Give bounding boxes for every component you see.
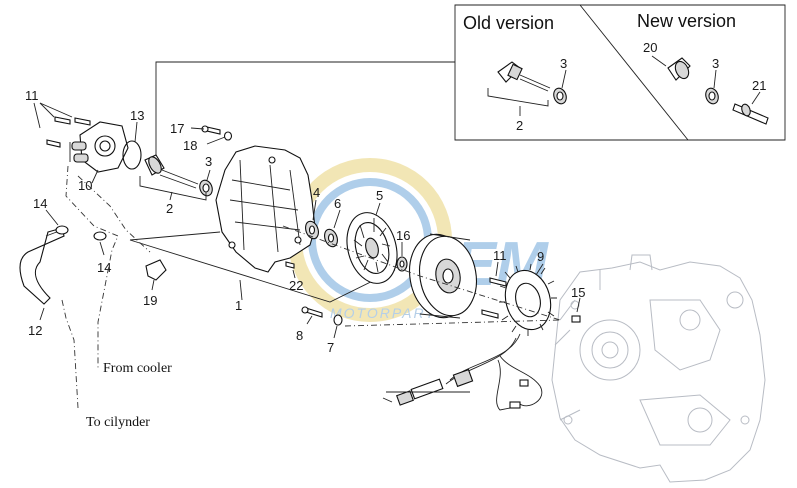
old-seal-ring bbox=[553, 87, 567, 105]
new-version-title: New version bbox=[637, 11, 736, 31]
cover-leader bbox=[129, 231, 221, 241]
seal-ring-3 bbox=[199, 179, 213, 197]
cylinder-line bbox=[61, 175, 151, 409]
washer-6 bbox=[324, 228, 338, 248]
washer-7 bbox=[333, 314, 343, 326]
old-label-2: 2 bbox=[516, 118, 523, 133]
new-shaft bbox=[732, 103, 769, 125]
callout-7: 7 bbox=[327, 340, 334, 355]
callout-6: 6 bbox=[334, 196, 341, 211]
pump-shaft bbox=[144, 154, 199, 189]
callout-15: 15 bbox=[571, 285, 585, 300]
callout-18: 18 bbox=[183, 138, 197, 153]
inset-leader bbox=[155, 61, 455, 160]
axis-line-2 bbox=[344, 319, 561, 327]
callout-8: 8 bbox=[296, 328, 303, 343]
axis-line bbox=[282, 225, 561, 321]
old-pump-shaft bbox=[497, 61, 551, 92]
new-label-20: 20 bbox=[643, 40, 657, 55]
callout-22: 22 bbox=[289, 278, 303, 293]
old-version-title: Old version bbox=[463, 13, 554, 33]
watermark-sub: MOTORPARTS bbox=[330, 305, 447, 321]
screw-17 bbox=[201, 125, 221, 135]
pump-screws bbox=[46, 116, 91, 148]
cooler-line bbox=[65, 165, 119, 370]
old-label-3: 3 bbox=[560, 56, 567, 71]
new-label-3: 3 bbox=[712, 56, 719, 71]
callout-14b: 14 bbox=[97, 260, 111, 275]
stator-screws bbox=[481, 277, 507, 319]
callout-3: 3 bbox=[205, 154, 212, 169]
washer-18 bbox=[223, 131, 233, 141]
callout-16: 16 bbox=[396, 228, 410, 243]
water-pump-housing bbox=[69, 121, 129, 173]
new-label-21: 21 bbox=[752, 78, 766, 93]
callout-5: 5 bbox=[376, 188, 383, 203]
callout-12: 12 bbox=[28, 323, 42, 338]
callout-1: 1 bbox=[235, 298, 242, 313]
new-seal-ring bbox=[705, 87, 719, 105]
pin-22 bbox=[285, 261, 295, 269]
new-pump-body bbox=[667, 57, 691, 81]
pump-gasket bbox=[122, 140, 142, 170]
callout-11b: 11 bbox=[493, 248, 507, 263]
flywheel-rotor bbox=[409, 233, 477, 319]
nut-16 bbox=[396, 256, 408, 272]
callout-10: 10 bbox=[78, 178, 92, 193]
callout-19: 19 bbox=[143, 293, 157, 308]
cooling-fan-5 bbox=[346, 212, 398, 284]
dowel-15 bbox=[571, 315, 581, 323]
coolant-hose-12 bbox=[19, 227, 65, 305]
note-to-cylinder: To cilynder bbox=[86, 415, 150, 430]
callout-4: 4 bbox=[313, 185, 320, 200]
callout-14a: 14 bbox=[33, 196, 47, 211]
callout-17: 17 bbox=[170, 121, 184, 136]
callout-9: 9 bbox=[537, 249, 544, 264]
callout-11a: 11 bbox=[25, 88, 39, 103]
crankcase-cover bbox=[215, 145, 316, 273]
bearing-4 bbox=[305, 220, 319, 240]
screw-8 bbox=[301, 306, 323, 318]
stator-9 bbox=[499, 263, 557, 336]
stator-wiring bbox=[382, 333, 543, 411]
callout-2: 2 bbox=[166, 201, 173, 216]
clip-19 bbox=[145, 259, 167, 281]
callout-13: 13 bbox=[130, 108, 144, 123]
note-from-cooler: From cooler bbox=[103, 361, 172, 376]
hose-clamp-14b bbox=[93, 231, 107, 241]
hose-clamp-14a bbox=[55, 225, 69, 235]
engine-crankcase bbox=[551, 254, 766, 483]
version-inset: Old version New version 3 2 bbox=[454, 4, 786, 141]
